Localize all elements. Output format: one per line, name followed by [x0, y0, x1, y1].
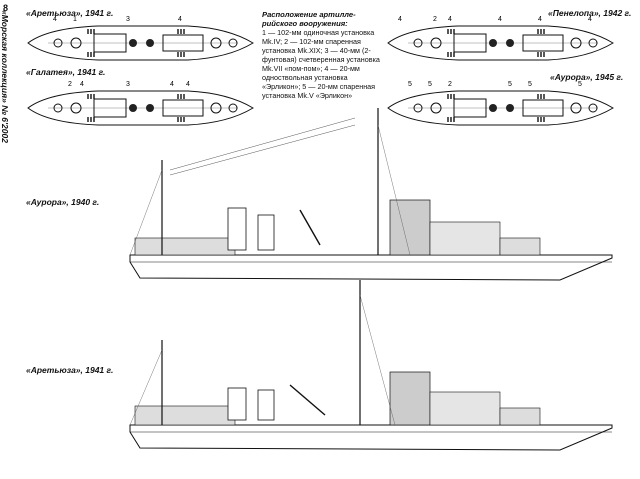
plan4-label-c: 2 — [448, 81, 452, 88]
deck-plan-galatea-1941: 2 4 3 4 4 — [27, 81, 254, 126]
caption-aurora-1945-plan: «Аурора», 1945 г. — [550, 72, 624, 82]
caption-arethusa-1941-plan: «Аретьюза», 1941 г. — [26, 8, 114, 18]
plan3-label-d: 4 — [498, 16, 502, 23]
plan3-label-b: 2 — [433, 16, 437, 23]
plan4-label-d: 5 — [508, 81, 512, 88]
plan1-label-d: 4 — [178, 16, 182, 23]
caption-aurora-1940-profile: «Аурора», 1940 г. — [26, 197, 100, 207]
plan1-label-b: 1 — [73, 16, 77, 23]
plan2-label-e: 4 — [186, 81, 190, 88]
plan3-label-e: 4 — [538, 16, 542, 23]
plan1-label-a: 4 — [53, 16, 57, 23]
plan2-label-b: 4 — [80, 81, 84, 88]
plan2-label-c: 3 — [126, 81, 130, 88]
plan3-label-c: 4 — [448, 16, 452, 23]
deck-plan-penelope-1942: 4 2 4 4 4 4 — [387, 16, 614, 61]
profile-arethusa-1941 — [129, 280, 613, 451]
profile-aurora-1940 — [129, 108, 613, 281]
plan3-label-a: 4 — [398, 16, 402, 23]
deck-plan-arethusa-1941: 4 1 3 4 — [27, 16, 254, 61]
legend-title: Расположение артилле-рийского вооружения… — [262, 10, 356, 28]
plan4-label-e: 5 — [528, 81, 532, 88]
plan4-label-b: 5 — [428, 81, 432, 88]
plan2-label-a: 2 — [68, 81, 72, 88]
plan4-label-f: 5 — [578, 81, 582, 88]
legend-text: 1 — 102-мм одиночная установка Mk.IV; 2 … — [262, 28, 380, 100]
deck-plan-aurora-1945: 5 5 2 5 5 5 — [387, 81, 614, 126]
plan3-label-f: 4 — [588, 16, 592, 23]
plan2-label-d: 4 — [170, 81, 174, 88]
plan4-label-a: 5 — [408, 81, 412, 88]
caption-galatea-1941-plan: «Галатея», 1941 г. — [26, 67, 106, 77]
armament-legend: Расположение артилле-рийского вооружения… — [262, 10, 380, 100]
caption-arethusa-1941-profile: «Аретьюза», 1941 г. — [26, 365, 114, 375]
caption-penelope-1942-plan: «Пенелопа», 1942 г. — [548, 8, 632, 18]
page-number: 8 — [3, 3, 9, 13]
plan1-label-c: 3 — [126, 16, 130, 23]
